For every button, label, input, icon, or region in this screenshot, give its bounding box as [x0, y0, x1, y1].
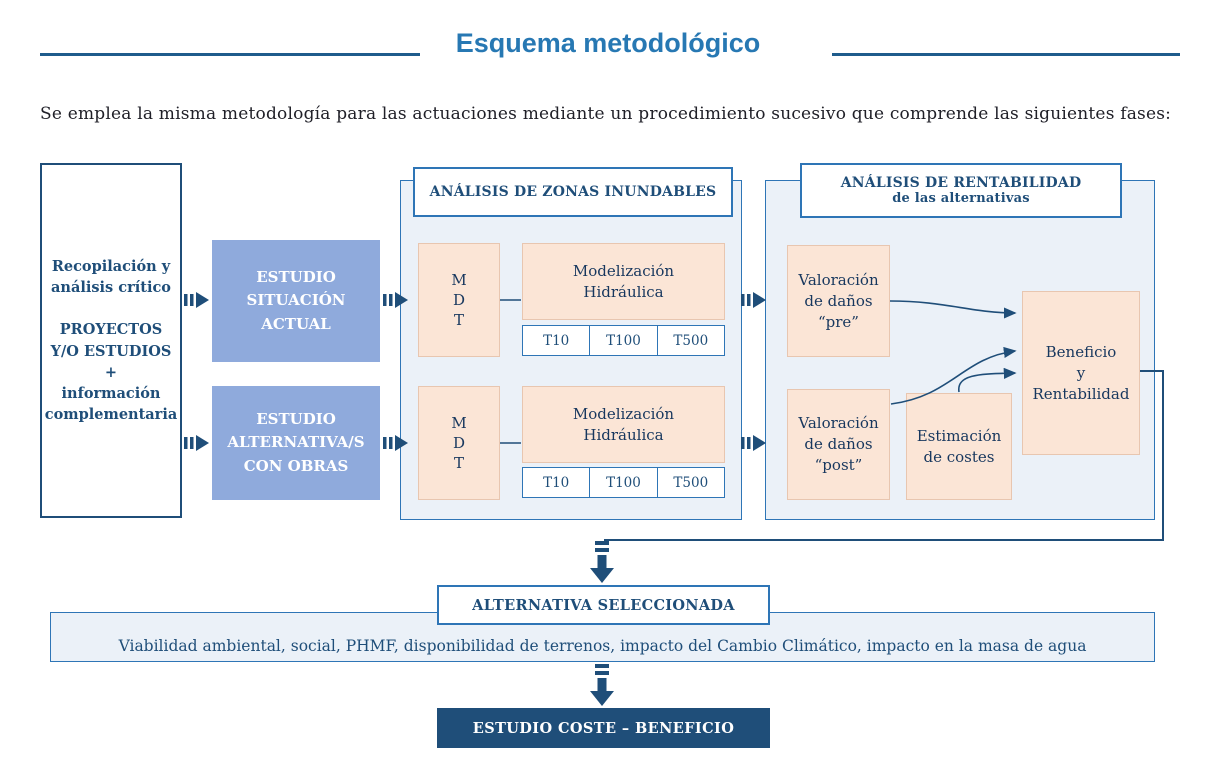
down-arrow-icon	[588, 664, 616, 707]
fast-forward-arrow-icon	[741, 435, 767, 451]
hydraulic-model-box-alternative: Modelización Hidráulica	[522, 386, 725, 463]
title-rule-right	[832, 53, 1180, 56]
return-period-cell: T100	[589, 326, 656, 355]
fast-forward-arrow-icon	[383, 435, 409, 451]
hydraulic-model-box-current: Modelización Hidráulica	[522, 243, 725, 320]
profit-panel-subtitle: de las alternativas	[892, 191, 1030, 206]
fast-forward-arrow-icon	[184, 292, 210, 308]
benefit-box: Beneficio y Rentabilidad	[1022, 291, 1140, 455]
flood-panel-title: ANÁLISIS DE ZONAS INUNDABLES	[429, 184, 717, 200]
profit-panel-title: ANÁLISIS DE RENTABILIDAD	[840, 175, 1082, 191]
return-period-cell: T100	[589, 468, 656, 497]
flood-panel-header: ANÁLISIS DE ZONAS INUNDABLES	[413, 167, 733, 217]
page-title: Esquema metodológico	[455, 28, 761, 58]
fast-forward-arrow-icon	[184, 435, 210, 451]
return-period-cell: T10	[543, 332, 570, 349]
damage-pre-box: Valoración de daños “pre”	[787, 245, 890, 357]
title-rule-left	[40, 53, 420, 56]
mdt-box-current: M D T	[418, 243, 500, 357]
study-alternatives-box: ESTUDIO ALTERNATIVA/S CON OBRAS	[212, 386, 380, 500]
return-period-cell: T500	[656, 326, 724, 355]
viability-text: Viabilidad ambiental, social, PHMF, disp…	[118, 637, 1087, 655]
profit-panel-header: ANÁLISIS DE RENTABILIDAD de las alternat…	[800, 163, 1122, 218]
damage-post-box: Valoración de daños “post”	[787, 389, 890, 500]
cost-estimate-box: Estimación de costes	[906, 393, 1012, 500]
cost-benefit-box: ESTUDIO COSTE – BENEFICIO	[437, 708, 770, 748]
inputs-box: Recopilación y análisis crítico PROYECTO…	[40, 163, 182, 518]
return-period-cell: T10	[543, 474, 570, 491]
down-arrow-icon	[588, 541, 616, 584]
intro-text: Se emplea la misma metodología para las …	[40, 104, 1172, 124]
return-periods-alternative: T10 T100 T500	[522, 467, 725, 498]
study-current-box: ESTUDIO SITUACIÓN ACTUAL	[212, 240, 380, 362]
mdt-box-alternative: M D T	[418, 386, 500, 500]
return-periods-current: T10 T100 T500	[522, 325, 725, 356]
return-period-cell: T500	[656, 468, 724, 497]
fast-forward-arrow-icon	[383, 292, 409, 308]
fast-forward-arrow-icon	[741, 292, 767, 308]
selected-alternative-box: ALTERNATIVA SELECCIONADA	[437, 585, 770, 625]
